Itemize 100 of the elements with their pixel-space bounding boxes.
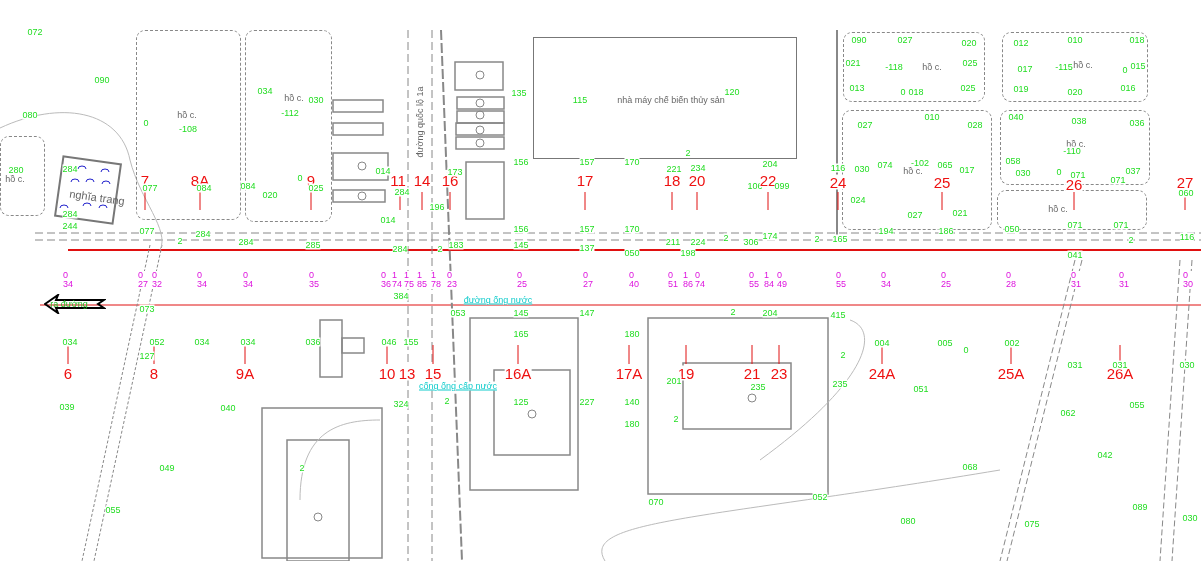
elevation-label: 042 — [1097, 450, 1113, 460]
elevation-label: 051 — [913, 384, 929, 394]
elevation-label: 235 — [750, 382, 766, 392]
elevation-label: 284 — [62, 209, 78, 219]
elevation-label: 204 — [762, 308, 778, 318]
area-label: hồ c. — [1073, 60, 1093, 70]
elevation-label: 115 — [572, 95, 588, 105]
pipe-label: cống ống cấp nước — [419, 381, 497, 391]
elevation-label: -118 — [885, 62, 903, 72]
elevation-label: 031 — [1112, 360, 1128, 370]
elevation-label: 075 — [1024, 519, 1040, 529]
elevation-label: 090 — [94, 75, 110, 85]
offset-label: 0 25 — [517, 271, 527, 289]
elevation-label: 030 — [1179, 360, 1195, 370]
elevation-label: 018 — [1129, 35, 1145, 45]
offset-label: 0 30 — [1183, 271, 1193, 289]
elevation-label: 021 — [845, 58, 861, 68]
elevation-label: 036 — [1129, 118, 1145, 128]
offset-label: 0 51 — [668, 271, 678, 289]
elevation-label: 120 — [724, 87, 740, 97]
offset-label: 0 28 — [1006, 271, 1016, 289]
elevation-label: 196 — [429, 202, 445, 212]
elevation-label: 030 — [854, 164, 870, 174]
elevation-label: 244 — [62, 221, 78, 231]
elevation-label: 020 — [961, 38, 977, 48]
elevation-label: 070 — [648, 497, 664, 507]
elevation-label: 080 — [900, 516, 916, 526]
elevation-label: 053 — [450, 308, 466, 318]
elevation-label: 015 — [1130, 61, 1146, 71]
elevation-label: 074 — [877, 160, 893, 170]
elevation-label: 173 — [447, 167, 463, 177]
elevation-label: 014 — [380, 215, 396, 225]
elevation-label: -115 — [1055, 62, 1073, 72]
elevation-label: 165 — [513, 329, 529, 339]
elevation-label: 004 — [874, 338, 890, 348]
elevation-label: 284 — [392, 244, 408, 254]
offset-label: 0 49 — [777, 271, 787, 289]
elevation-label: 2 — [673, 414, 679, 424]
elevation-label: 194 — [878, 226, 894, 236]
area-label: hồ c. — [1048, 204, 1068, 214]
elevation-label: 010 — [924, 112, 940, 122]
offset-label: 0 27 — [138, 271, 148, 289]
elevation-label: 027 — [857, 120, 873, 130]
elevation-label: 0 — [1056, 167, 1062, 177]
elevation-label: 071 — [1070, 170, 1086, 180]
elevation-label: 027 — [897, 35, 913, 45]
elevation-label: 2 — [685, 148, 691, 158]
elevation-label: 049 — [159, 463, 175, 473]
elevation-label: 284 — [238, 237, 254, 247]
elevation-label: 2 — [840, 350, 846, 360]
elevation-label: 077 — [142, 183, 158, 193]
elevation-label: 025 — [962, 58, 978, 68]
elevation-label: 284 — [394, 187, 410, 197]
elevation-label: 0 — [963, 345, 969, 355]
area-label: hồ c. — [1066, 139, 1086, 149]
elevation-label: 050 — [1004, 224, 1020, 234]
elevation-label: 071 — [1110, 175, 1126, 185]
elevation-label: 125 — [513, 397, 529, 407]
elevation-label: 170 — [624, 224, 640, 234]
elevation-label: 2 — [299, 463, 305, 473]
elevation-label: 116 — [1179, 232, 1195, 242]
elevation-label: 014 — [375, 166, 391, 176]
elevation-label: -102 — [911, 158, 929, 168]
offset-label: 1 78 — [431, 271, 441, 289]
offset-label: 0 25 — [941, 271, 951, 289]
elevation-label: 016 — [1120, 83, 1136, 93]
elevation-label: 084 — [240, 181, 256, 191]
elevation-label: 137 — [579, 243, 595, 253]
elevation-label: 284 — [62, 164, 78, 174]
elevation-label: 025 — [960, 83, 976, 93]
elevation-label: 018 — [908, 87, 924, 97]
elevation-label: 324 — [393, 399, 409, 409]
elevation-label: 155 — [403, 337, 419, 347]
elevation-label: 089 — [1132, 502, 1148, 512]
elevation-label: 235 — [832, 379, 848, 389]
elevation-label: -112 — [281, 108, 299, 118]
offset-label: 0 34 — [881, 271, 891, 289]
road-label: đường quốc lộ 1a — [415, 86, 425, 158]
elevation-label: 072 — [27, 27, 43, 37]
elevation-label: 065 — [937, 160, 953, 170]
area-label: hồ c. — [903, 166, 923, 176]
elevation-label: 156 — [513, 157, 529, 167]
elevation-label: 034 — [62, 337, 78, 347]
offset-label: 1 74 — [392, 271, 402, 289]
elevation-label: 017 — [959, 165, 975, 175]
elevation-label: 017 — [1017, 64, 1033, 74]
elevation-label: 186 — [938, 226, 954, 236]
elevation-label: 090 — [851, 35, 867, 45]
elevation-label: 055 — [1129, 400, 1145, 410]
elevation-label: 127 — [139, 351, 155, 361]
offset-label: 1 85 — [417, 271, 427, 289]
area-label: nhà máy chế biến thủy sản — [617, 95, 725, 105]
elevation-label: 021 — [952, 208, 968, 218]
elevation-label: 040 — [220, 403, 236, 413]
area-label: hồ c. — [177, 110, 197, 120]
elevation-label: 116 — [830, 163, 846, 173]
elevation-label: 039 — [59, 402, 75, 412]
elevation-label: 180 — [624, 419, 640, 429]
elevation-label: 013 — [849, 83, 865, 93]
direction-label: ra đường — [50, 299, 88, 309]
